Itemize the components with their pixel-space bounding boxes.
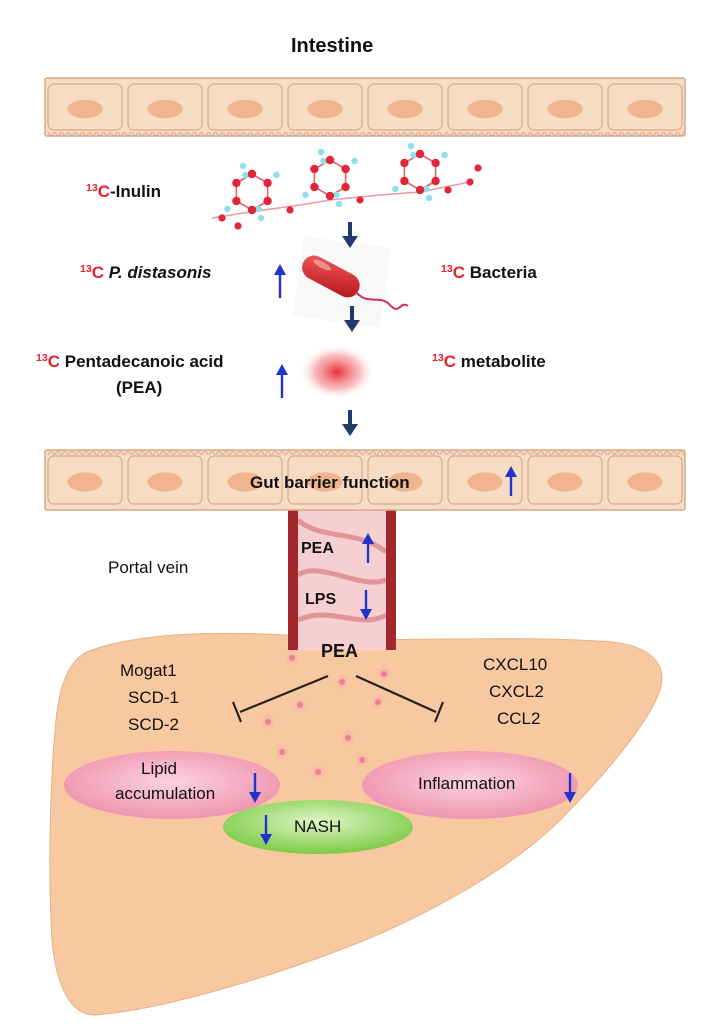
regulation-arrows [249,264,576,845]
gene-mogat1: Mogat1 [120,661,177,680]
pathway-arrows [342,222,360,436]
vessel-lps-label: LPS [305,591,337,608]
p-distasonis-label: 13C P. distasonis [80,263,212,282]
cell-nucleus [547,99,583,119]
metabolite-label: 13C metabolite [432,352,546,371]
lipid-accumulation-oval [64,751,280,819]
cell-nucleus [147,99,183,119]
lipid-label-line1: Lipid [141,759,177,778]
cell-nucleus [547,472,583,492]
nash-label: NASH [294,817,342,836]
inulin-label: 13C-Inulin [86,182,161,201]
inflammation-label: Inflammation [418,774,516,793]
down-arrow-icon [342,410,358,436]
down-arrow-icon [342,222,358,248]
gut-barrier-label: Gut barrier function [250,473,410,492]
down-arrow-icon [260,815,272,845]
inulin-molecule [211,142,482,230]
metabolite-glow [299,344,375,400]
portal-vein-vessel [288,508,396,650]
epithelium-gut-barrier [44,449,686,511]
up-arrow-icon [274,264,286,298]
cell-nucleus [387,472,423,492]
nash-oval [223,800,413,854]
gene-ccl2: CCL2 [497,709,541,728]
portal-vein-label: Portal vein [108,558,189,577]
bacterium-icon [292,236,409,328]
epithelium-top [44,77,686,137]
cell-nucleus [467,472,503,492]
cell-nucleus [227,99,263,119]
cell-nucleus [67,472,103,492]
cell-nucleus [627,99,663,119]
lipid-label-line2: accumulation [115,784,216,803]
gene-scd2: SCD-2 [128,715,180,734]
vessel-pea-label: PEA [301,540,334,557]
liver-pea-label: PEA [321,641,359,661]
cell-nucleus [147,472,183,492]
cell-nucleus [307,472,343,492]
down-arrow-icon [564,773,576,803]
down-arrow-icon [360,590,372,620]
bacteria-label: 13C Bacteria [441,263,537,282]
inflammation-oval [362,751,578,819]
pea-label: 13C Pentadecanoic acid [36,352,224,371]
pea-abbrev-label: (PEA) [116,378,163,397]
gene-cxcl10: CXCL10 [483,655,548,674]
pea-particles [260,650,392,780]
cell-nucleus [467,99,503,119]
gene-scd1: SCD-1 [128,688,180,707]
cell-nucleus [67,99,103,119]
cell-nucleus [227,472,263,492]
cell-nucleus [307,99,343,119]
inhibition-bar-icon [231,674,445,723]
down-arrow-icon [344,306,360,332]
gene-cxcl2: CXCL2 [489,682,544,701]
down-arrow-icon [249,773,261,803]
diagram-title: Intestine [291,35,374,57]
up-arrow-icon [362,533,374,563]
cell-nucleus [627,472,663,492]
up-arrow-icon [276,364,288,398]
up-arrow-icon [505,466,517,496]
cell-nucleus [387,99,423,119]
